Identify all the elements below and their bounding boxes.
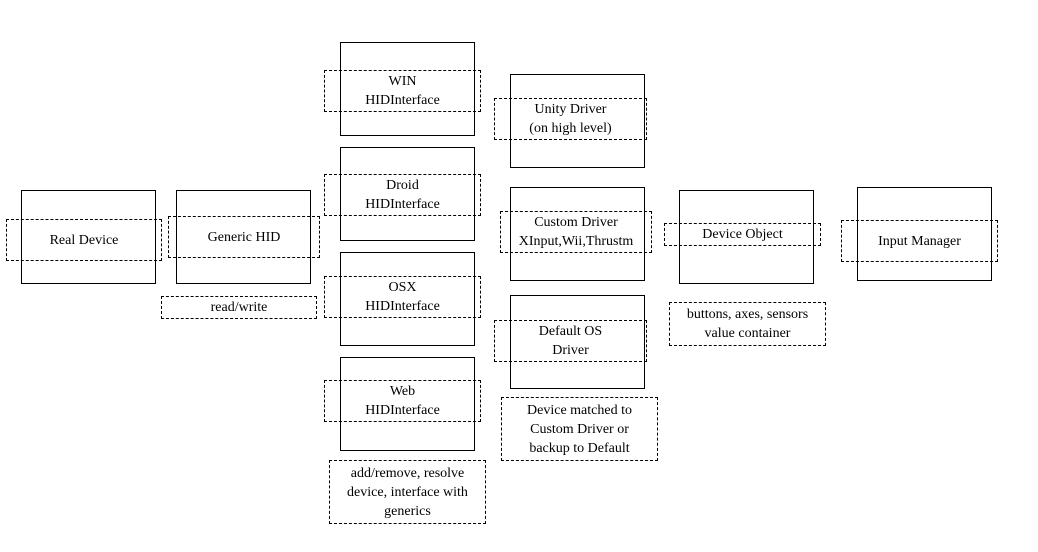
web-hidinterface-text-1: Web xyxy=(389,384,416,399)
drivers-note-text-3: backup to Default xyxy=(529,440,630,456)
hid-interfaces-note-text-2: device, interface with xyxy=(347,484,468,500)
custom-driver-label: Custom Driver XInput,Wii,Thrustm xyxy=(500,211,652,253)
web-hidinterface-box xyxy=(340,357,475,451)
win-hidinterface-box xyxy=(340,42,475,136)
input-manager-box xyxy=(857,187,992,281)
device-object-note-text-1: buttons, axes, sensors xyxy=(686,307,809,322)
input-manager-text: Input Manager xyxy=(878,233,961,249)
droid-hidinterface-label: Droid HIDInterface xyxy=(324,174,481,216)
custom-driver-box xyxy=(510,187,645,281)
web-hidinterface-text-2: HIDInterface xyxy=(365,403,440,418)
device-object-label: Device Object xyxy=(664,223,821,246)
drivers-note-text-1: Device matched to xyxy=(527,402,632,418)
default-os-driver-box xyxy=(510,295,645,389)
real-device-label: Real Device xyxy=(6,219,162,261)
hid-interfaces-note-text-1: add/remove, resolve xyxy=(350,465,465,481)
droid-hidinterface-box xyxy=(340,147,475,241)
generic-hid-label: Generic HID xyxy=(168,216,320,258)
hid-interfaces-note: add/remove, resolve device, interface wi… xyxy=(329,460,486,524)
droid-hidinterface-text-2: HIDInterface xyxy=(365,197,440,212)
custom-driver-text-1: Custom Driver xyxy=(534,215,618,230)
default-os-driver-text-1: Default OS xyxy=(538,324,603,339)
unity-driver-text-2: (on high level) xyxy=(529,121,612,136)
generic-hid-note-text: read/write xyxy=(210,300,268,315)
droid-hidinterface-text-1: Droid xyxy=(386,178,419,193)
device-object-note: buttons, axes, sensors value container xyxy=(669,302,826,346)
generic-hid-box xyxy=(176,190,311,284)
custom-driver-text-2: XInput,Wii,Thrustm xyxy=(518,234,634,249)
device-object-note-text-2: value container xyxy=(704,326,791,341)
osx-hidinterface-box xyxy=(340,252,475,346)
default-os-driver-text-2: Driver xyxy=(552,343,589,358)
device-object-box xyxy=(679,190,814,284)
web-hidinterface-label: Web HIDInterface xyxy=(324,380,481,422)
generic-hid-text: Generic HID xyxy=(207,229,281,245)
win-hidinterface-text-1: WIN xyxy=(388,74,417,89)
osx-hidinterface-text-2: HIDInterface xyxy=(365,299,440,314)
osx-hidinterface-label: OSX HIDInterface xyxy=(324,276,481,318)
unity-driver-box xyxy=(510,74,645,168)
hid-interfaces-note-text-3: generics xyxy=(384,503,431,519)
osx-hidinterface-text-1: OSX xyxy=(388,280,417,295)
win-hidinterface-text-2: HIDInterface xyxy=(365,93,440,108)
win-hidinterface-label: WIN HIDInterface xyxy=(324,70,481,112)
drivers-note: Device matched to Custom Driver or backu… xyxy=(501,397,658,461)
drivers-note-text-2: Custom Driver or xyxy=(530,421,629,437)
unity-driver-label: Unity Driver (on high level) xyxy=(494,98,647,140)
generic-hid-note: read/write xyxy=(161,296,317,319)
real-device-box xyxy=(21,190,156,284)
unity-driver-text-1: Unity Driver xyxy=(534,102,607,117)
input-manager-label: Input Manager xyxy=(841,220,998,262)
device-object-text: Device Object xyxy=(702,227,783,242)
real-device-text: Real Device xyxy=(49,232,119,248)
default-os-driver-label: Default OS Driver xyxy=(494,320,647,362)
